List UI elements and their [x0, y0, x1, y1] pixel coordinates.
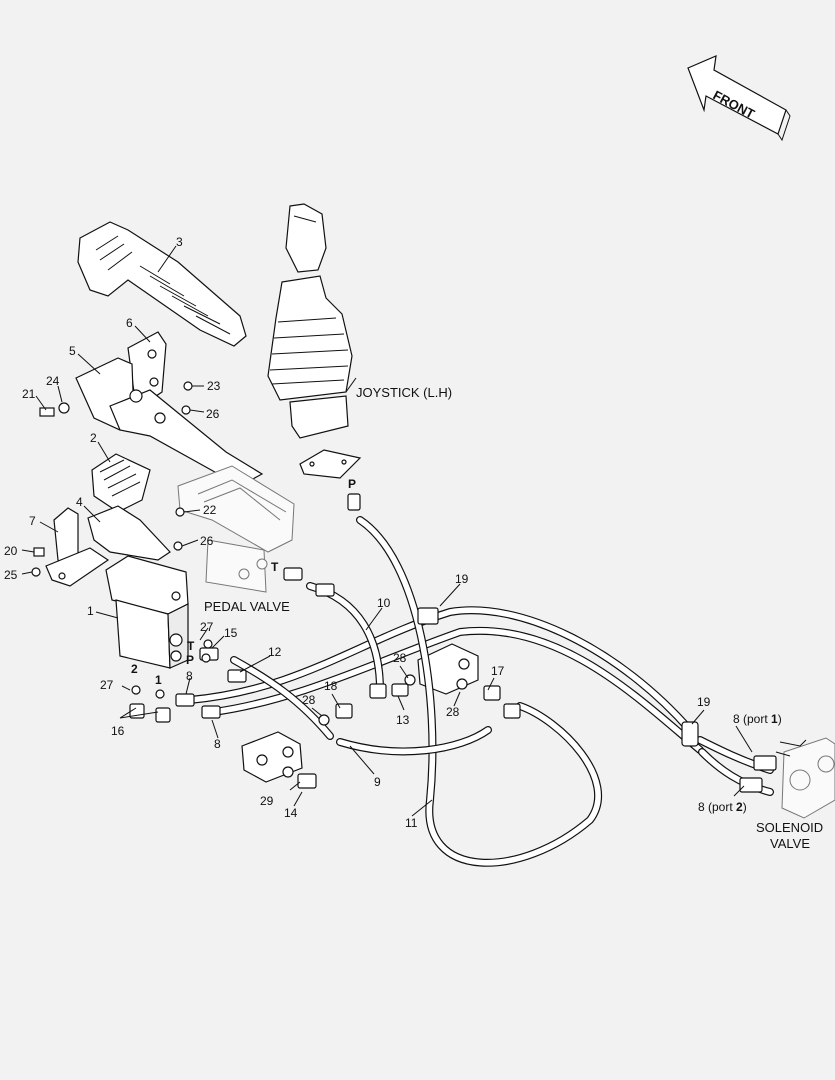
- callout-1: 1: [87, 604, 94, 618]
- callout-5: 5: [69, 344, 76, 358]
- callout-8b: 8: [214, 737, 221, 751]
- pedal-valve-ghost: [177, 465, 295, 593]
- callout-26b: 26: [200, 534, 214, 548]
- joystick-lh: [267, 203, 362, 479]
- callout-15: 15: [224, 626, 238, 640]
- callout-28a: 28: [393, 651, 407, 665]
- callout-26a: 26: [206, 407, 220, 421]
- callout-19a: 19: [455, 572, 469, 586]
- callout-19b: 19: [697, 695, 711, 709]
- callout-27a: 27: [200, 620, 214, 634]
- pedal-pad-3: [77, 221, 247, 347]
- callout-14: 14: [284, 806, 298, 820]
- callout-28b: 28: [302, 693, 316, 707]
- block-18-port-b: [282, 746, 294, 758]
- block-17-port: [458, 658, 470, 670]
- pedal-pad-2: [91, 453, 151, 513]
- callout-28c: 28: [446, 705, 460, 719]
- port-letter-t-pedal: T: [271, 560, 279, 574]
- port1-label: 8 (port 1): [733, 712, 782, 726]
- callout-20: 20: [4, 544, 18, 558]
- callout-21: 21: [22, 387, 36, 401]
- callout-16: 16: [111, 724, 125, 738]
- callout-12: 12: [268, 645, 282, 659]
- callout-7: 7: [29, 514, 36, 528]
- leader-lines: [21, 245, 753, 817]
- fittings: [31, 381, 777, 793]
- port-number-1: 1: [155, 673, 162, 687]
- callout-29: 29: [260, 794, 274, 808]
- callout-23: 23: [207, 379, 221, 393]
- pedal-bracket-5-6: [75, 331, 264, 487]
- front-arrow: FRONT: [687, 55, 791, 142]
- support-7: [45, 507, 110, 587]
- port-letter-t-valve: T: [187, 639, 195, 653]
- port-letter-p-joystick: P: [348, 477, 356, 491]
- solenoid-label-line2: VALVE: [770, 836, 810, 851]
- solenoid-valve: [775, 737, 835, 819]
- callout-8a: 8: [186, 669, 193, 683]
- callout-3: 3: [176, 235, 183, 249]
- callout-27b: 27: [100, 678, 114, 692]
- callout-6: 6: [126, 316, 133, 330]
- port2-label: 8 (port 2): [698, 800, 747, 814]
- callout-11: 11: [405, 816, 418, 830]
- callout-17: 17: [491, 664, 505, 678]
- pedal-valve-label: PEDAL VALVE: [204, 599, 290, 614]
- pedal-link-4: [87, 505, 171, 561]
- block-18-port-a: [256, 754, 268, 766]
- pedal-valve-body-1: [105, 555, 189, 669]
- callout-9: 9: [374, 775, 381, 789]
- callout-24: 24: [46, 374, 60, 388]
- callout-25: 25: [4, 568, 18, 582]
- callout-13: 13: [396, 713, 410, 727]
- solenoid-label-line1: SOLENOID: [756, 820, 823, 835]
- callout-18: 18: [324, 679, 338, 693]
- port-letter-p-valve: P: [186, 653, 194, 667]
- callout-2: 2: [90, 431, 97, 445]
- port-number-2: 2: [131, 662, 138, 676]
- callout-10: 10: [377, 596, 391, 610]
- callout-4: 4: [76, 495, 83, 509]
- callout-numbers: 3 6 5 24 21 23 26 2 4 22 7 26 20 25 1 27…: [4, 235, 711, 830]
- joystick-label: JOYSTICK (L.H): [356, 385, 452, 400]
- callout-22: 22: [203, 503, 217, 517]
